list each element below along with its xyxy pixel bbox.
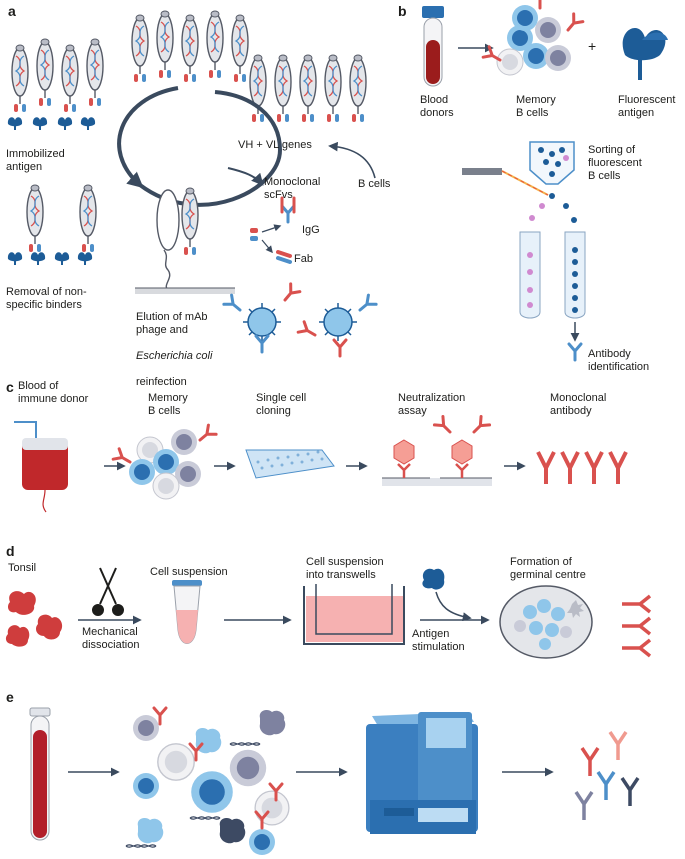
produced-antibodies [622,594,652,658]
germinal-centre [499,585,593,659]
blood-bag [14,421,68,513]
panel-letter-a: a [8,3,16,19]
non-specific-antigens [6,251,94,266]
label-removal-nonspecific: Removal of non- specific binders [6,286,87,311]
fluorescent-antigen [622,27,668,80]
panel-letter-d: d [6,543,15,559]
label-immobilized-antigen: Immobilized antigen [6,148,65,173]
label-sorting: Sorting of fluorescent B cells [588,144,642,182]
scissors-icon [92,567,124,616]
well-plate [245,449,335,479]
label-monoclonal-antibody: Monoclonal antibody [550,392,607,417]
label-mechanical-dissociation: Mechanical dissociation [82,626,140,651]
label-vh-vl-genes: VH + VL genes [238,139,312,151]
label-elution-ecoli: Escherichia coli [136,350,213,362]
label-neutralization-assay: Neutralization assay [398,392,466,417]
label-elution: Elution of mAb phage and Escherichia col… [136,298,212,389]
sorted-tubes [519,231,586,319]
label-memory-b-cells-c: Memory B cells [148,392,188,417]
blood-tube-e [29,707,51,841]
panel-letter-c: c [6,379,14,395]
panel-letter-b: b [398,3,407,19]
label-fluorescent-antigen: Fluorescent antigen [618,94,676,119]
label-germinal-centre: Formation of germinal centre [510,556,586,581]
label-antibody-identification: Antibody identification [588,348,650,373]
identified-antibody [567,342,583,362]
phage-group-top-right [249,54,367,123]
label-elution-line3: reinfection [136,376,187,388]
label-into-transwells: Cell suspension into transwells [306,556,384,581]
panel-c-graphics [14,414,628,513]
label-elution-line1: Elution of mAb phage and [136,311,208,336]
cell-and-protein-mix [125,706,290,855]
label-igg: IgG [302,224,320,236]
memory-b-cells-b [481,0,585,76]
panic-cycle-arrow [117,86,179,189]
panel-e-graphics [29,706,640,855]
neutralization-assay [382,414,492,486]
facs-sorter [462,141,577,223]
memory-b-cells-c [111,423,218,500]
label-memory-b-cells-b: Memory B cells [516,94,556,119]
eppendorf-tube [172,580,202,644]
immobilized-antigens [6,116,97,131]
phage-group-top-center [131,10,249,83]
label-fab: Fab [294,253,313,265]
label-b-cells-a: B cells [358,178,391,190]
antigen-blob [422,568,472,622]
panel-a-graphics [6,10,378,358]
label-blood-immune-donor: Blood of immune donor [18,380,89,405]
elution-phages [135,187,235,294]
sequencing-machine [366,712,478,834]
igg-fab [250,196,296,264]
label-single-cell-cloning: Single cell cloning [256,392,307,417]
panel-b-graphics [422,0,668,362]
phage-group-middle-left [26,184,97,253]
label-plus: + [588,38,597,54]
label-antigen-stimulation: Antigen stimulation [412,628,465,653]
tonsil-tissue [5,591,63,647]
blood-tube [422,6,444,87]
transwell [303,584,405,645]
label-blood-donors: Blood donors [420,94,454,119]
label-monoclonal-scfvs: Monoclonal scFvs [264,176,321,201]
panel-letter-e: e [6,689,14,705]
phage-group-top-left [11,38,104,113]
antibody-output [574,731,640,820]
neutralized-viruses [222,282,378,358]
monoclonal-antibodies [536,451,628,484]
label-cell-suspension: Cell suspension [150,566,228,578]
panel-d-graphics [5,567,652,659]
label-tonsil: Tonsil [8,562,37,574]
